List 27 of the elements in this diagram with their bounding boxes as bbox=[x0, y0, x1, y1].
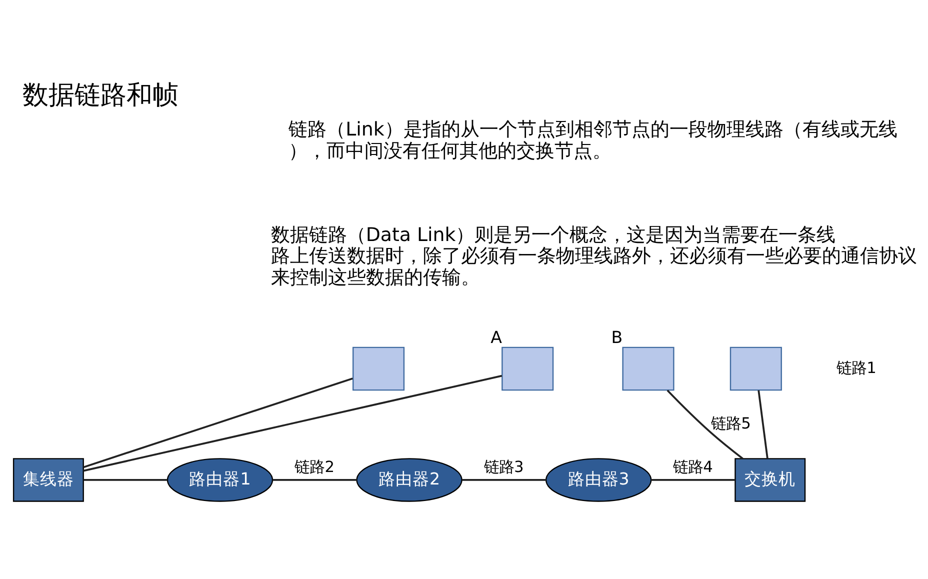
diagram-title: 数据链路和帧 bbox=[22, 80, 179, 110]
edge-label: 链路3 bbox=[484, 458, 524, 476]
label: 数据链路（Data Link）则是另一个概念，这是因为当需要在一条线路上传送数据时，除了必须有一条物理线路外，还必须有一些必要的通信协议来控制这些数据的传输。 bbox=[270, 224, 917, 288]
connector bbox=[83, 378, 353, 468]
label: 链路（Link）是指的从一个节点到相邻节点的一段物理线路（有线或无线），而中间没有任何其他的交换节点。 bbox=[288, 118, 898, 162]
node-computer bbox=[730, 346, 782, 391]
node-label: B bbox=[611, 328, 623, 347]
node-ellipse: 路由器2 bbox=[356, 458, 462, 502]
connector bbox=[650, 479, 735, 481]
connector bbox=[83, 374, 502, 472]
node-label: A bbox=[490, 328, 502, 347]
edge-label: 链路2 bbox=[294, 458, 335, 476]
node-box: 交换机 bbox=[734, 458, 806, 502]
node-ellipse: 路由器3 bbox=[545, 458, 652, 502]
node-computer bbox=[622, 346, 674, 391]
label: 链路1 bbox=[836, 358, 876, 377]
node-computer bbox=[352, 346, 405, 391]
connector bbox=[758, 390, 768, 459]
edge-label: 链路5 bbox=[711, 414, 751, 432]
node-box: 集线器 bbox=[12, 458, 84, 502]
node-ellipse: 路由器1 bbox=[166, 458, 274, 502]
connector bbox=[272, 479, 357, 481]
edge-label: 链路4 bbox=[673, 458, 713, 476]
connector bbox=[84, 479, 168, 481]
connector bbox=[462, 479, 546, 481]
connector bbox=[666, 390, 744, 460]
node-computer bbox=[502, 346, 554, 391]
